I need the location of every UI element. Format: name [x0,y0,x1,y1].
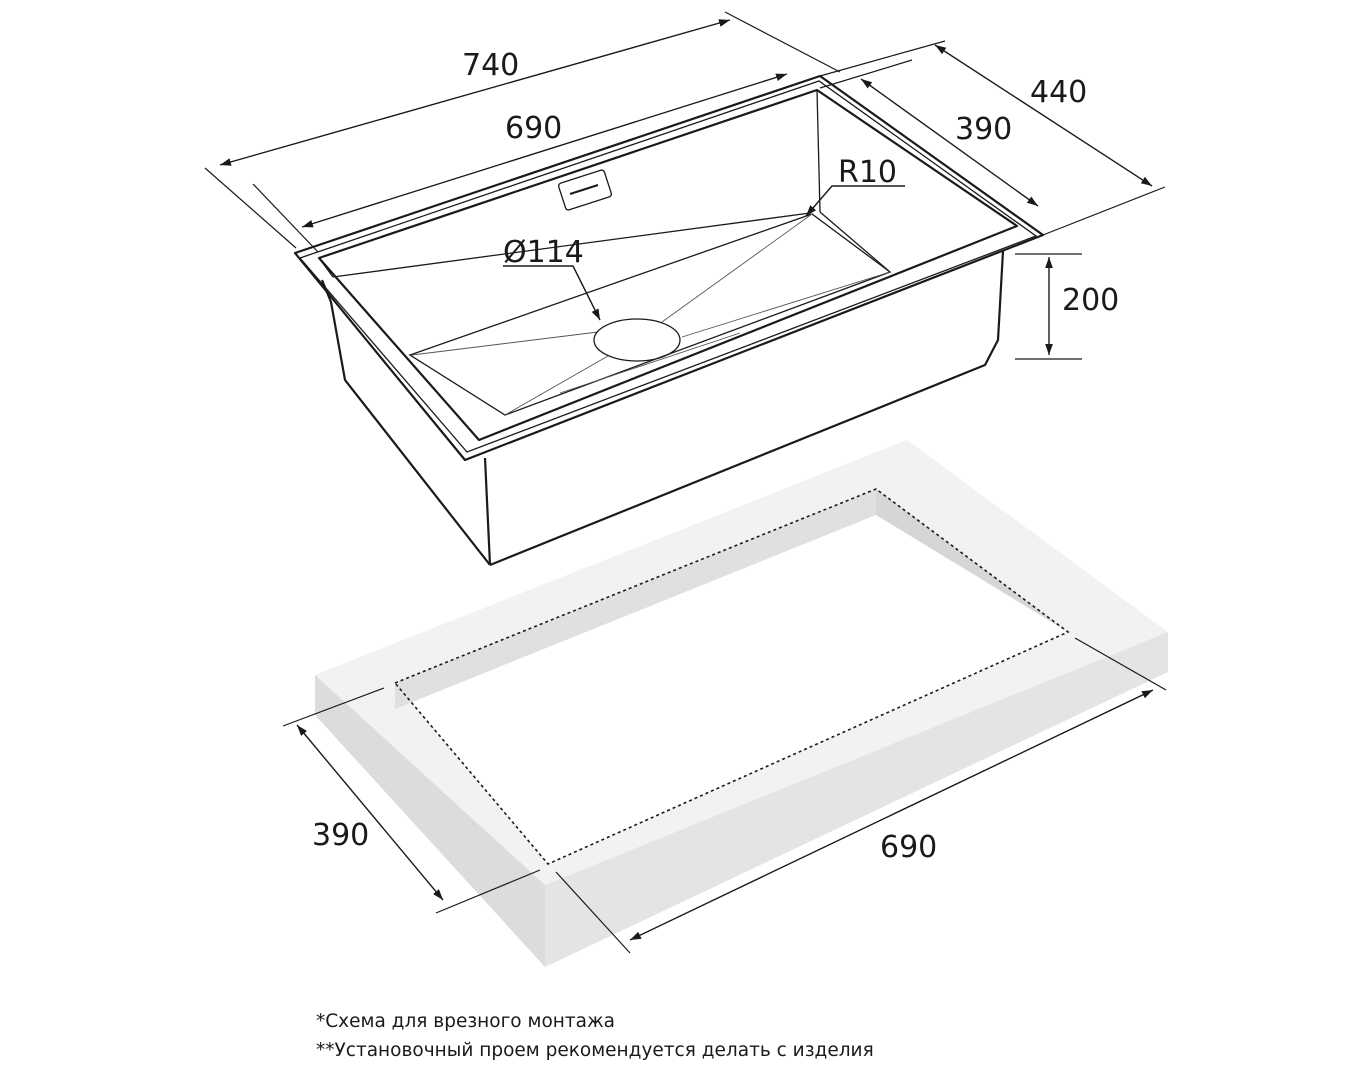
dim-sink-outer-width: 440 [1030,75,1087,110]
note-flush-mount: *Схема для врезного монтажа [316,1011,615,1032]
countertop [282,440,1168,967]
sink-outer-rim [293,74,1045,462]
sink [204,11,1166,567]
sink-body-front [489,250,1005,567]
dim-sink-inner-length: 690 [505,111,562,146]
countertop-cutout [395,489,1068,864]
dim-corner-radius: R10 [838,155,897,190]
dim-cutout-width: 390 [312,818,369,853]
cutout-back-wall [395,489,876,709]
dim-sink-outer-length: 740 [462,48,519,83]
note-cutout-recommendation: **Установочный проем рекомендуется делат… [316,1040,874,1061]
dim-sink-inner-width: 390 [955,112,1012,147]
dim-drain-diameter: Ø114 [503,235,584,270]
dim-cutout-length: 690 [880,830,937,865]
sink-bowl-floor [408,213,892,416]
sink-body-left [320,279,491,566]
dim-depth: 200 [1062,283,1119,318]
cutout-dotted-outline [393,488,1070,865]
drain-hole [593,318,681,362]
